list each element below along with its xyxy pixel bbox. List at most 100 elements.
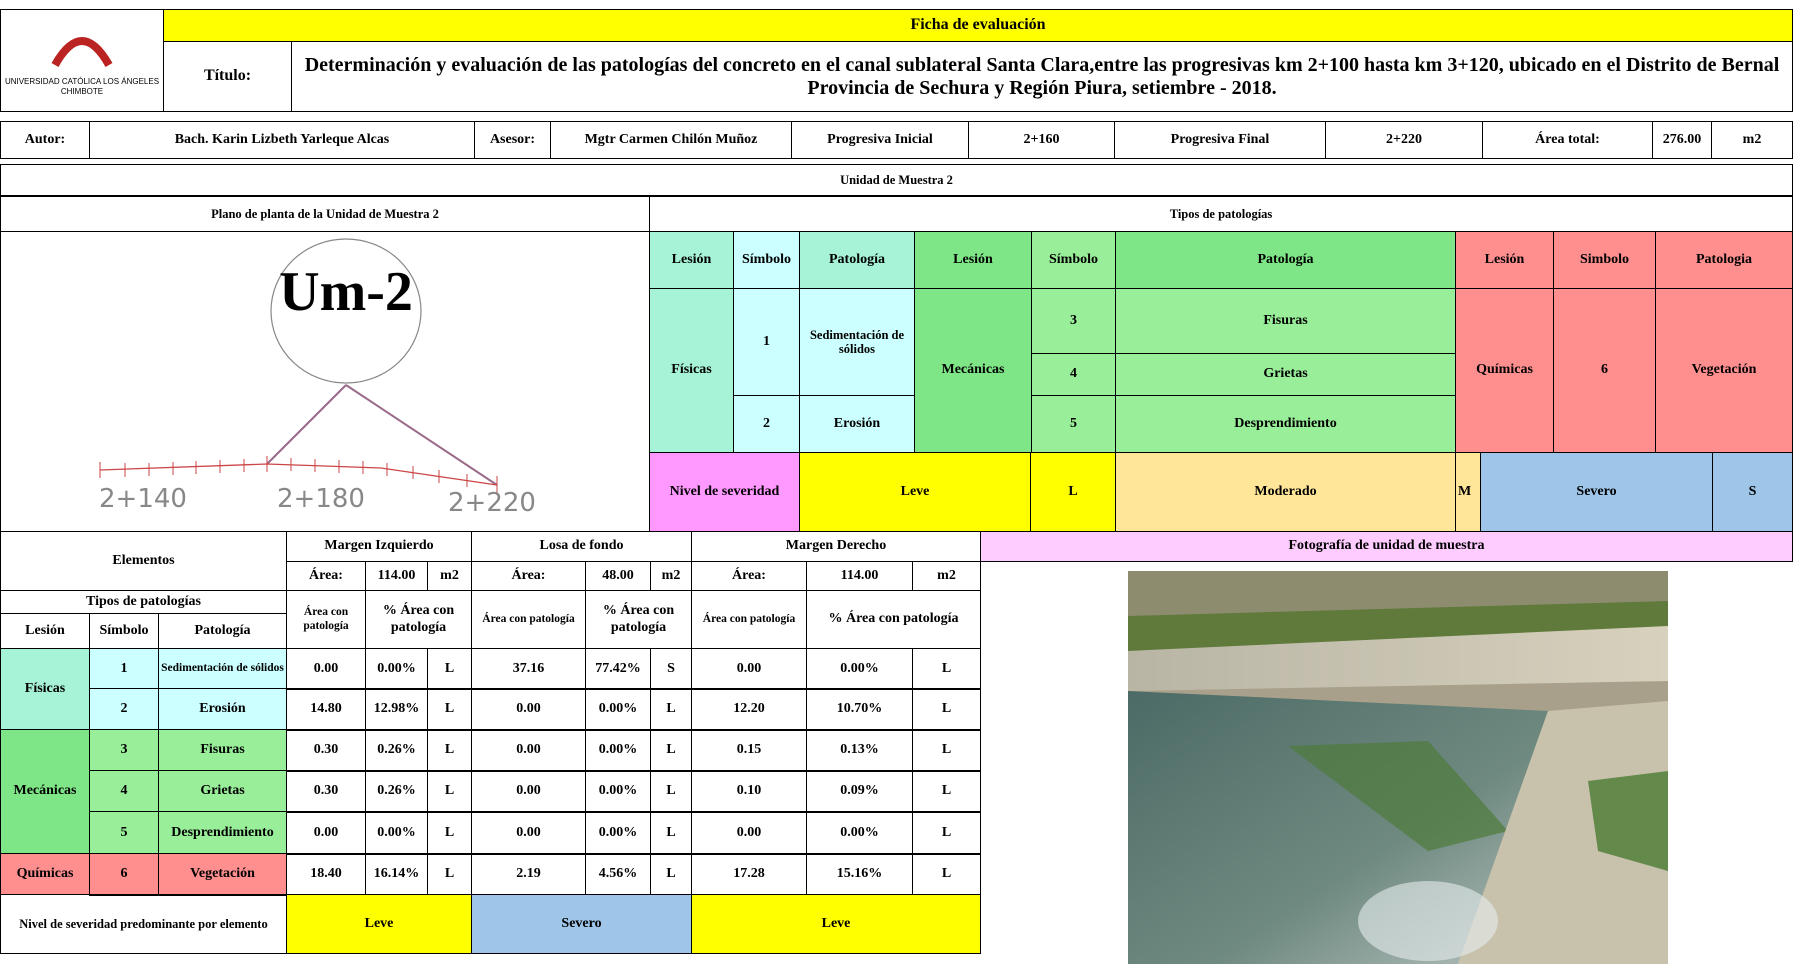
row-6-left-area: 18.40 [286, 853, 366, 896]
form-title: Ficha de evaluación [163, 9, 1793, 42]
row-5-right-severity: L [912, 811, 981, 855]
row-2-symbol: 2 [89, 688, 159, 731]
row-6-left-pct: 16.14% [365, 853, 428, 896]
document-title: Determinación y evaluación de las patolo… [291, 41, 1793, 112]
row-3-symbol: 3 [89, 729, 159, 772]
right-h-pct: % Área con patología [806, 590, 981, 649]
area-total-label: Área total: [1482, 121, 1653, 159]
row-4-right-pct: 0.09% [806, 770, 913, 813]
row-1-left-pct: 0.00% [365, 648, 428, 690]
uladech-seal-icon [51, 37, 113, 68]
left-area: 114.00 [365, 561, 428, 591]
pathology-vegetacion: Vegetación [1655, 288, 1793, 453]
station-1: 2+140 [99, 484, 187, 514]
photo-title: Fotografía de unidad de muestra [980, 531, 1793, 562]
left-h-pct: % Área con patología [365, 590, 472, 649]
row-4-right-severity: L [912, 770, 981, 813]
row-5-symbol: 5 [89, 811, 159, 855]
row-4-left-area: 0.30 [286, 770, 366, 813]
bottom-area: 48.00 [585, 561, 651, 591]
row-2-bottom-severity: L [650, 688, 692, 731]
plan-sketch [99, 238, 498, 494]
start-progressive: 2+160 [968, 121, 1115, 159]
university-name: UNIVERSIDAD CATÓLICA LOS ÁNGELES [4, 77, 160, 87]
unit-title: Unidad de Muestra 2 [0, 164, 1793, 196]
row-2-left-area: 14.80 [286, 688, 366, 731]
pathology-grietas: Grietas [1115, 353, 1456, 396]
right-area-label: Área: [691, 561, 807, 591]
types-h-pathology-1: Patología [799, 231, 915, 289]
row-5-bottom-severity: L [650, 811, 692, 855]
lesion-fisicas: Físicas [649, 288, 734, 453]
row-5-right-area: 0.00 [691, 811, 807, 855]
row-2-left-pct: 12.98% [365, 688, 428, 731]
station-3: 2+220 [448, 488, 536, 518]
row-6-bottom-area: 2.19 [471, 853, 586, 896]
row-1-bottom-severity: S [650, 648, 692, 690]
row-4-bottom-severity: L [650, 770, 692, 813]
table-lesion-fisicas: Físicas [0, 648, 90, 730]
row-2-right-severity: L [912, 688, 981, 731]
row-4-bottom-pct: 0.00% [585, 770, 651, 813]
severity-leve: Leve [799, 452, 1031, 532]
pathology-desprendimiento: Desprendimiento [1115, 395, 1456, 453]
unit-tag: Um-2 [279, 261, 413, 323]
right-area: 114.00 [806, 561, 913, 591]
pathology-sedimentacion: Sedimentación de sólidos [799, 288, 915, 396]
severity-moderado-code: M [1455, 452, 1481, 532]
types-h-symbol-3: Simbolo [1553, 231, 1656, 289]
bottom-slab-title: Losa de fondo [471, 531, 692, 562]
row-3-left-severity: L [427, 729, 472, 772]
row-4-left-severity: L [427, 770, 472, 813]
author-label: Autor: [0, 121, 90, 159]
symbol-3: 3 [1031, 288, 1116, 354]
types-h-symbol-2: Símbolo [1031, 231, 1116, 289]
canal-axis [99, 463, 498, 486]
university-city: CHIMBOTE [60, 86, 104, 96]
row-1-symbol: 1 [89, 648, 159, 690]
predominant-right: Leve [691, 894, 981, 954]
pathology-erosion: Erosión [799, 395, 915, 453]
axis-ticks [99, 456, 498, 494]
severity-moderado: Moderado [1115, 452, 1456, 532]
row-4-left-pct: 0.26% [365, 770, 428, 813]
types-h-pathology-2: Patología [1115, 231, 1456, 289]
predominant-bottom: Severo [471, 894, 692, 954]
row-6-left-severity: L [427, 853, 472, 896]
row-6-pathology: Vegetación [158, 853, 287, 896]
area-unit: m2 [1711, 121, 1793, 159]
advisor-label: Asesor: [474, 121, 551, 159]
types-h-lesion-1: Lesión [649, 231, 734, 289]
predominant-label: Nivel de severidad predominante por elem… [0, 894, 287, 954]
end-progressive-label: Progresiva Final [1114, 121, 1326, 159]
row-1-left-severity: L [427, 648, 472, 690]
table-h-lesion: Lesión [0, 613, 90, 649]
row-5-pathology: Desprendimiento [158, 811, 287, 855]
row-2-pathology: Erosión [158, 688, 287, 731]
plan-drawing: Um-2 2+140 2+180 2+220 [0, 231, 650, 532]
predominant-left: Leve [286, 894, 472, 954]
table-types-title: Tipos de patologías [0, 590, 287, 614]
severity-leve-code: L [1030, 452, 1116, 532]
row-3-bottom-area: 0.00 [471, 729, 586, 772]
leader-line-right [345, 384, 498, 486]
photo-area [980, 561, 1793, 964]
row-6-right-area: 17.28 [691, 853, 807, 896]
area-total: 276.00 [1652, 121, 1712, 159]
title-label: Título: [163, 41, 292, 112]
advisor-name: Mgtr Carmen Chilón Muñoz [550, 121, 792, 159]
row-1-right-area: 0.00 [691, 648, 807, 690]
row-5-right-pct: 0.00% [806, 811, 913, 855]
table-h-pathology: Patología [158, 613, 287, 649]
row-4-right-area: 0.10 [691, 770, 807, 813]
elements-header: Elementos [0, 531, 287, 591]
symbol-2: 2 [733, 395, 800, 453]
bottom-area-label: Área: [471, 561, 586, 591]
right-margin-title: Margen Derecho [691, 531, 981, 562]
row-2-bottom-area: 0.00 [471, 688, 586, 731]
row-4-pathology: Grietas [158, 770, 287, 813]
row-1-bottom-area: 37.16 [471, 648, 586, 690]
bottom-h-pct: % Área con patología [585, 590, 692, 649]
left-margin-title: Margen Izquierdo [286, 531, 472, 562]
row-6-symbol: 6 [89, 853, 159, 896]
